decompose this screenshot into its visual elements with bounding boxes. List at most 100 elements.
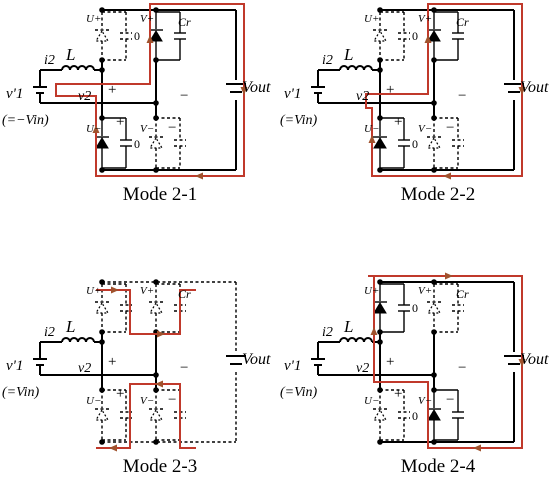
polarity-sign: + — [394, 386, 402, 402]
junction-dot — [431, 439, 437, 445]
polarity-sign: + — [386, 354, 394, 370]
voltage-label: v2 — [78, 361, 91, 376]
junction-dot — [377, 167, 383, 173]
junction-dot — [99, 279, 105, 285]
junction-dot — [431, 167, 437, 173]
diode-icon — [427, 30, 441, 42]
switch-label: U− — [86, 123, 101, 135]
inductor-icon — [339, 65, 373, 71]
junction-dot — [377, 329, 383, 335]
polarity-sign: − — [180, 88, 188, 104]
junction-dot — [431, 387, 437, 393]
diode-icon — [373, 137, 387, 149]
current-label: i2 — [322, 53, 333, 68]
current-arrow — [368, 135, 376, 143]
junction-dot — [153, 115, 159, 121]
junction-dot — [99, 339, 105, 345]
switch-label: U− — [86, 395, 101, 407]
current-label: i2 — [322, 325, 333, 340]
source-note: (=Vin) — [280, 385, 318, 400]
junction-dot — [99, 67, 105, 73]
diode-icon — [372, 408, 388, 421]
current-arrow — [240, 87, 248, 95]
junction-dot — [153, 439, 159, 445]
junction-dot — [153, 57, 159, 63]
junction-dot — [377, 57, 383, 63]
inductor-icon — [339, 337, 373, 343]
junction-dot — [377, 67, 383, 73]
cap-label: Cr — [178, 15, 191, 29]
zero-label: 0 — [412, 29, 418, 43]
current-path — [55, 3, 245, 177]
inductor-label: L — [343, 45, 353, 64]
cap-label: Cr — [456, 15, 469, 29]
switch-label: U+ — [364, 285, 379, 297]
junction-dot — [431, 372, 437, 378]
junction-dot — [99, 439, 105, 445]
current-arrow — [111, 286, 119, 294]
junction-dot — [153, 100, 159, 106]
cap-label: Cr — [456, 287, 469, 301]
mode-caption: Mode 2-4 — [401, 456, 476, 477]
junction-dot — [99, 115, 105, 121]
diode-icon — [426, 301, 442, 314]
diode-icon — [95, 137, 109, 149]
switch-label: V+ — [418, 13, 432, 25]
zero-label: 0 — [412, 137, 418, 151]
current-arrow — [445, 272, 453, 280]
current-path — [368, 275, 523, 449]
diode-icon — [149, 30, 163, 42]
switch-label: V+ — [418, 285, 432, 297]
source-note: (=−Vin) — [2, 113, 49, 128]
junction-dot — [99, 329, 105, 335]
voltage-label: v2 — [78, 89, 91, 104]
current-label: i2 — [44, 53, 55, 68]
switch-label: U+ — [86, 285, 101, 297]
junction-dot — [377, 439, 383, 445]
inductor-label: L — [65, 45, 75, 64]
switch-label: U− — [364, 395, 379, 407]
polarity-sign: − — [168, 120, 176, 136]
current-arrow — [146, 35, 154, 43]
current-arrow — [155, 380, 163, 388]
junction-dot — [99, 7, 105, 13]
polarity-sign: − — [458, 88, 466, 104]
voltage-label: v2 — [356, 361, 369, 376]
zero-label: 0 — [412, 409, 418, 423]
zero-label: 0 — [134, 29, 140, 43]
source-note: (=Vin) — [280, 113, 318, 128]
junction-dot — [377, 115, 383, 121]
inductor-icon — [61, 337, 95, 343]
junction-dot — [431, 57, 437, 63]
output-label: Vout — [242, 79, 271, 96]
diode-icon — [372, 29, 388, 42]
polarity-sign: − — [180, 360, 188, 376]
current-arrow — [92, 125, 100, 133]
junction-dot — [431, 100, 437, 106]
current-arrow — [195, 172, 203, 180]
zero-label: 0 — [134, 137, 140, 151]
output-label: Vout — [520, 79, 549, 96]
inductor-label: L — [65, 317, 75, 336]
switch-label: V+ — [140, 13, 154, 25]
junction-dot — [377, 387, 383, 393]
zero-label: 0 — [412, 301, 418, 315]
mode-caption: Mode 2-1 — [123, 184, 197, 205]
junction-dot — [431, 7, 437, 13]
junction-dot — [99, 387, 105, 393]
mode-caption: Mode 2-3 — [123, 456, 197, 477]
polarity-sign: + — [116, 386, 124, 402]
current-arrow — [370, 327, 378, 335]
diode-icon — [94, 29, 110, 42]
switch-label: V− — [418, 123, 432, 135]
output-label: Vout — [520, 351, 549, 368]
diode-icon — [94, 408, 110, 421]
source-label: v'1 — [284, 86, 301, 102]
current-arrow — [443, 172, 451, 180]
current-arrow — [518, 359, 526, 367]
